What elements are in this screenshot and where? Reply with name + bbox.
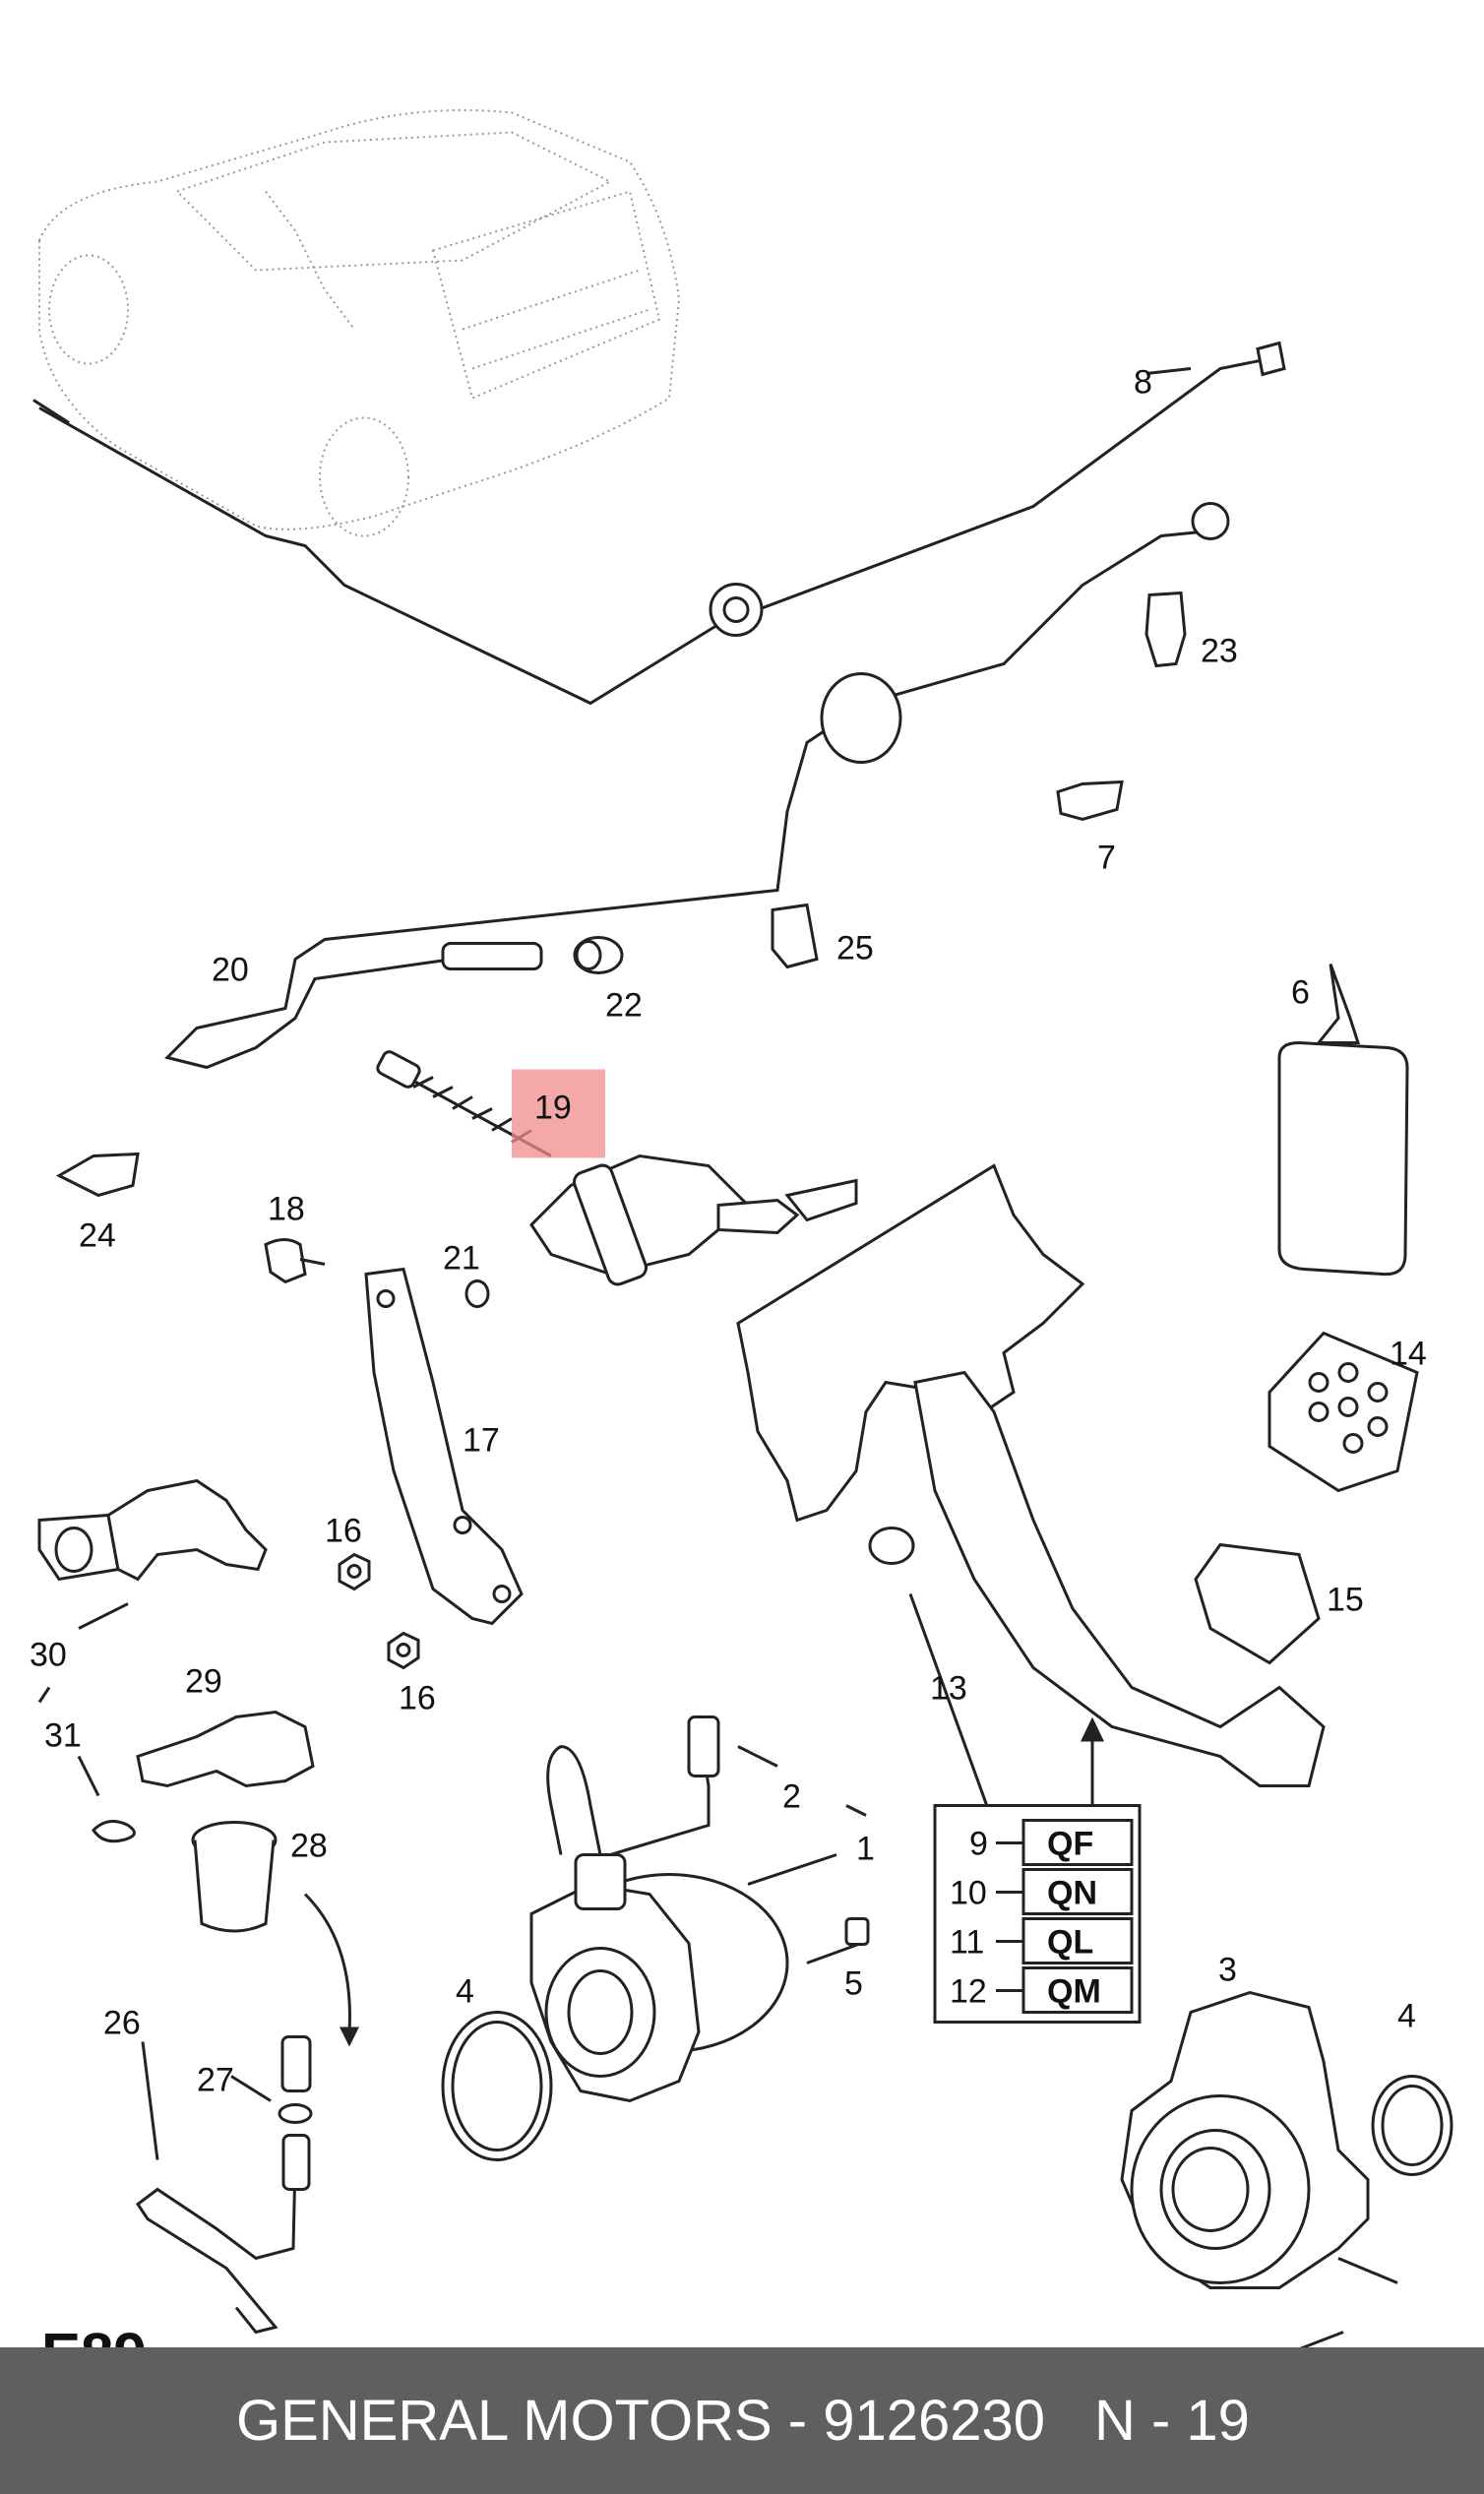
callout-19[interactable]: 19 bbox=[534, 1090, 572, 1127]
clip-23[interactable] bbox=[1144, 591, 1187, 668]
table-code-qf: QF bbox=[1047, 1826, 1093, 1863]
connector-30[interactable] bbox=[37, 1478, 268, 1582]
table-num-12: 12 bbox=[950, 1973, 987, 2011]
pedal-assembly-13[interactable] bbox=[736, 1163, 1326, 1787]
slave-cylinder-1[interactable] bbox=[529, 1715, 789, 2103]
bolt-5-upper[interactable] bbox=[806, 1917, 870, 1964]
callout-20[interactable]: 20 bbox=[212, 952, 249, 989]
footer-reference: N - 19 bbox=[1094, 2389, 1250, 2453]
nut-16-upper[interactable] bbox=[338, 1552, 371, 1591]
callout-5-upper[interactable]: 5 bbox=[844, 1965, 863, 2003]
seal-27[interactable] bbox=[278, 2035, 313, 2124]
arrow-28 bbox=[303, 1893, 351, 2032]
callout-2[interactable]: 2 bbox=[782, 1778, 801, 1816]
footer-brand-part-number: GENERAL MOTORS - 9126230 bbox=[236, 2389, 1045, 2453]
ring-21[interactable] bbox=[464, 1279, 490, 1308]
release-bearing-3[interactable] bbox=[1120, 1990, 1370, 2289]
callout-7[interactable]: 7 bbox=[1097, 840, 1116, 877]
callout-22[interactable]: 22 bbox=[605, 987, 643, 1025]
table-num-10: 10 bbox=[950, 1875, 987, 1912]
fitting-26[interactable] bbox=[135, 2134, 311, 2335]
callout-4-right[interactable]: 4 bbox=[1397, 1998, 1416, 2035]
pedal-pad-14[interactable] bbox=[1268, 1331, 1419, 1493]
clip-24[interactable] bbox=[55, 1152, 140, 1198]
fluid-bottle-6[interactable] bbox=[1277, 963, 1409, 1277]
callout-labels: 8 23 7 25 20 22 6 19 24 18 21 14 17 16 1… bbox=[30, 364, 1427, 2393]
highlight-box-19 bbox=[512, 1069, 605, 1158]
leader-lines bbox=[37, 367, 1398, 2284]
callout-23[interactable]: 23 bbox=[1201, 633, 1238, 670]
callout-18[interactable]: 18 bbox=[268, 1191, 305, 1228]
callout-31[interactable]: 31 bbox=[44, 1717, 82, 1755]
callout-4-left[interactable]: 4 bbox=[456, 1973, 474, 2011]
table-code-ql: QL bbox=[1047, 1924, 1093, 1962]
callout-28[interactable]: 28 bbox=[290, 1828, 328, 1865]
clip-7[interactable] bbox=[1056, 779, 1124, 822]
table-num-9: 9 bbox=[969, 1826, 988, 1863]
callout-16-lower[interactable]: 16 bbox=[399, 1680, 436, 1717]
callout-29[interactable]: 29 bbox=[185, 1663, 222, 1701]
callout-24[interactable]: 24 bbox=[79, 1217, 116, 1255]
callout-21[interactable]: 21 bbox=[443, 1240, 480, 1278]
callout-13[interactable]: 13 bbox=[930, 1670, 967, 1708]
o-ring-4-right[interactable] bbox=[1371, 2075, 1453, 2176]
table-code-qn: QN bbox=[1047, 1875, 1097, 1912]
callout-1[interactable]: 1 bbox=[856, 1831, 875, 1868]
callout-15[interactable]: 15 bbox=[1327, 1582, 1364, 1619]
bolt-18[interactable] bbox=[264, 1238, 326, 1284]
table-num-11: 11 bbox=[950, 1924, 984, 1962]
callout-14[interactable]: 14 bbox=[1390, 1336, 1427, 1373]
arrow-head-28 bbox=[340, 2026, 359, 2047]
vehicle-outline bbox=[38, 109, 681, 537]
callout-17[interactable]: 17 bbox=[463, 1422, 500, 1460]
callout-25[interactable]: 25 bbox=[836, 930, 874, 967]
callout-16-upper[interactable]: 16 bbox=[325, 1513, 362, 1550]
clip-25[interactable] bbox=[771, 903, 819, 969]
clip-31[interactable] bbox=[92, 1820, 136, 1843]
variant-table: 9 10 11 12 QF QN QL QM bbox=[933, 1716, 1142, 2024]
callout-6[interactable]: 6 bbox=[1291, 974, 1310, 1012]
clutch-pipe-main[interactable] bbox=[164, 502, 1230, 1070]
nut-16-lower[interactable] bbox=[387, 1631, 420, 1670]
connector-29[interactable] bbox=[136, 1710, 315, 1788]
bush-22[interactable] bbox=[573, 936, 624, 974]
clutch-pipe-upper[interactable] bbox=[32, 341, 1286, 706]
bracket-17[interactable] bbox=[364, 1267, 524, 1626]
table-code-qm: QM bbox=[1047, 1973, 1101, 2011]
pedal-pad-15[interactable] bbox=[1194, 1542, 1321, 1665]
callout-26[interactable]: 26 bbox=[103, 2005, 141, 2042]
o-ring-4-left[interactable] bbox=[441, 2011, 553, 2161]
callout-30[interactable]: 30 bbox=[30, 1637, 67, 1674]
master-cylinder-19[interactable] bbox=[376, 1050, 858, 1287]
callout-27[interactable]: 27 bbox=[197, 2062, 234, 2099]
callout-3[interactable]: 3 bbox=[1218, 1952, 1237, 1989]
callout-8[interactable]: 8 bbox=[1134, 364, 1152, 402]
sleeve-28[interactable] bbox=[191, 1821, 278, 1933]
footer-bar: GENERAL MOTORS - 9126230 N - 19 bbox=[0, 2347, 1484, 2494]
